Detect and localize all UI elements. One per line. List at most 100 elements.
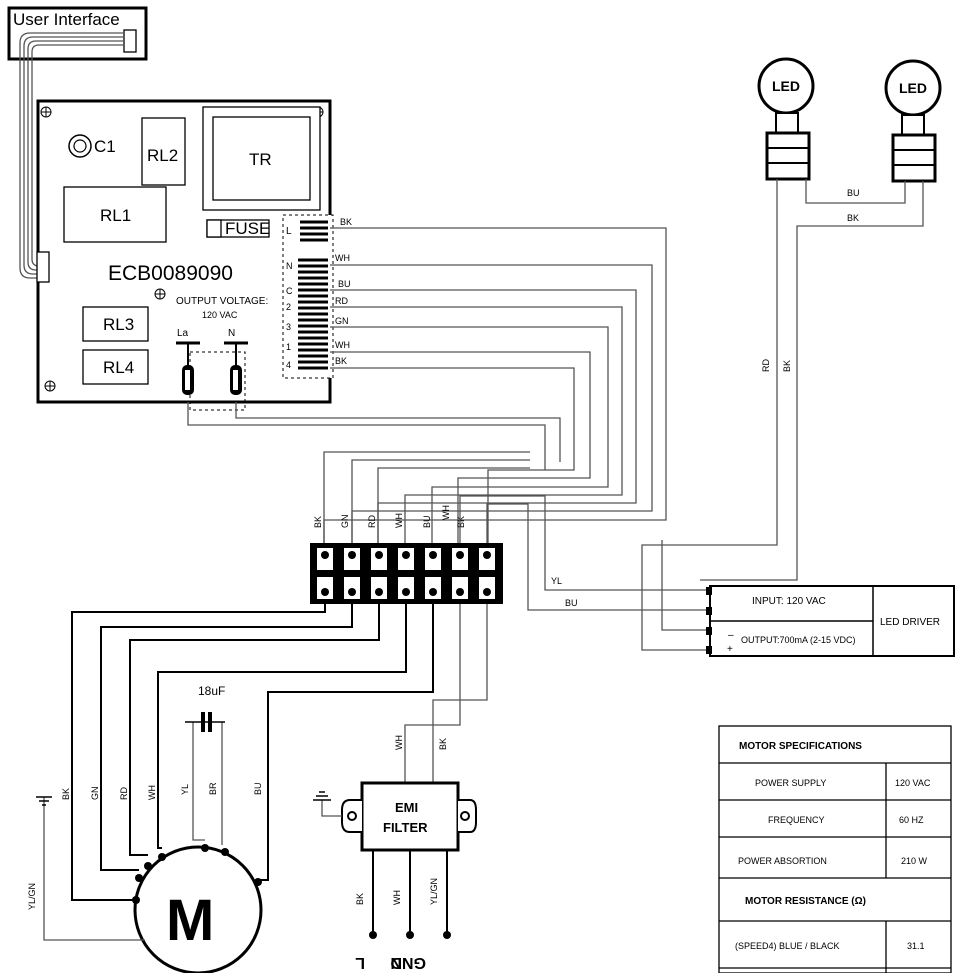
board-model: ECB0089090 [108, 262, 233, 285]
output-terminals-dashed [189, 351, 246, 411]
svg-text:BK: BK [61, 788, 71, 800]
svg-text:RD: RD [761, 359, 771, 372]
terminal-n: N [390, 954, 402, 971]
output-voltage-label: OUTPUT VOLTAGE: [176, 296, 268, 307]
motor-letter: M [166, 888, 214, 953]
emi-title-2: FILTER [383, 820, 428, 835]
rl3-label: RL3 [103, 315, 134, 334]
spec-value: 60 HZ [899, 815, 924, 825]
svg-text:YL/GN: YL/GN [429, 878, 439, 905]
c1-label: C1 [94, 137, 116, 156]
board-to-terminal-wires [187, 227, 667, 545]
rl1-relay [63, 186, 167, 243]
svg-text:BK: BK [438, 738, 448, 750]
svg-text:WH: WH [335, 340, 350, 350]
rl2-relay [141, 117, 186, 186]
svg-text:+: + [727, 644, 733, 655]
svg-text:L: L [286, 226, 292, 237]
board-wire-labels: BK WH BU RD GN WH BK [335, 217, 352, 366]
spec-label: FREQUENCY [768, 815, 825, 825]
driver-output: OUTPUT:700mA (2-15 VDC) [741, 635, 856, 645]
motor-specs-table: MOTOR SPECIFICATIONS POWER SUPPLY 120 VA… [718, 725, 952, 973]
svg-text:BU: BU [847, 188, 860, 198]
svg-text:YL: YL [551, 576, 562, 586]
svg-text:BU: BU [422, 515, 432, 528]
svg-text:RD: RD [119, 787, 129, 800]
user-interface-label: User Interface [13, 10, 120, 29]
svg-text:BK: BK [782, 360, 792, 372]
output-terminals [176, 341, 248, 395]
motor-ground: YL/GN [27, 796, 145, 941]
led-driver: INPUT: 120 VAC OUTPUT:700mA (2-15 VDC) L… [706, 585, 955, 657]
svg-text:2: 2 [286, 302, 291, 312]
svg-text:–: – [728, 630, 734, 641]
svg-text:BU: BU [338, 279, 351, 289]
led-1: LED [757, 57, 815, 181]
rl3-relay [82, 306, 149, 342]
resistance-value: 31.1 [907, 941, 925, 951]
terminal-gnd: GND [390, 954, 426, 971]
svg-text:C: C [286, 286, 293, 296]
rl4-relay [82, 349, 149, 385]
spec-label: POWER ABSORTION [738, 856, 827, 866]
svg-text:LED: LED [899, 80, 927, 96]
svg-text:3: 3 [286, 322, 291, 332]
svg-text:YL: YL [180, 784, 190, 795]
svg-text:WH: WH [392, 890, 402, 905]
svg-text:YL/GN: YL/GN [27, 883, 37, 910]
resistance-label: (SPEED4) BLUE / BLACK [735, 941, 840, 951]
motor-wires [71, 604, 434, 901]
driver-input: INPUT: 120 VAC [752, 596, 826, 607]
svg-text:BU: BU [253, 782, 263, 795]
terminal-block [310, 543, 503, 604]
tr-label: TR [249, 150, 272, 169]
emi-title-1: EMI [395, 800, 418, 815]
fuse-label: FUSE [225, 219, 270, 238]
svg-text:WH: WH [147, 785, 157, 800]
resistance-title: MOTOR RESISTANCE (Ω) [745, 896, 866, 907]
svg-text:18uF: 18uF [198, 684, 225, 698]
rl1-label: RL1 [100, 206, 131, 225]
tr-inner [212, 116, 311, 201]
svg-text:BK: BK [335, 356, 347, 366]
driver-name: LED DRIVER [880, 617, 940, 628]
la-label: La [177, 328, 189, 339]
terminal-wire-labels: BK GN RD WH BU WH BK [313, 505, 466, 528]
rl4-label: RL4 [103, 358, 134, 377]
svg-text:WH: WH [394, 513, 404, 528]
motor-wire-labels: BK GN RD WH YL BR BU [61, 782, 263, 800]
board-ui-connector [36, 251, 50, 283]
ui-connector [123, 29, 137, 53]
rl2-label: RL2 [147, 146, 178, 165]
n-label: N [228, 328, 235, 339]
svg-text:GN: GN [340, 515, 350, 529]
svg-text:BK: BK [456, 516, 466, 528]
svg-text:BK: BK [355, 893, 365, 905]
svg-text:GN: GN [90, 787, 100, 801]
spec-value: 120 VAC [895, 778, 931, 788]
board-terminal-pins: L N C 2 3 1 4 [286, 220, 328, 370]
svg-text:BK: BK [313, 516, 323, 528]
svg-text:BU: BU [565, 598, 578, 608]
svg-text:N: N [286, 261, 293, 271]
svg-text:GN: GN [335, 316, 349, 326]
svg-text:LED: LED [772, 78, 800, 94]
svg-text:1: 1 [286, 342, 291, 352]
specs-title: MOTOR SPECIFICATIONS [739, 741, 862, 752]
led-wires: BU BK RD BK [641, 179, 924, 651]
output-voltage-value: 120 VAC [202, 310, 238, 320]
svg-text:WH: WH [441, 505, 451, 520]
capacitor: 18uF [198, 684, 225, 732]
spec-value: 210 W [901, 856, 928, 866]
svg-text:BK: BK [340, 217, 352, 227]
svg-text:RD: RD [335, 296, 348, 306]
svg-text:BR: BR [208, 782, 218, 795]
terminal-l: L [355, 954, 365, 971]
led-2: LED [884, 59, 942, 183]
svg-text:WH: WH [394, 735, 404, 750]
svg-text:RD: RD [367, 515, 377, 528]
svg-text:BK: BK [847, 213, 859, 223]
c1-capacitor [68, 134, 92, 158]
emi-output-wires: BK WH YL/GN L N GND [355, 850, 451, 971]
